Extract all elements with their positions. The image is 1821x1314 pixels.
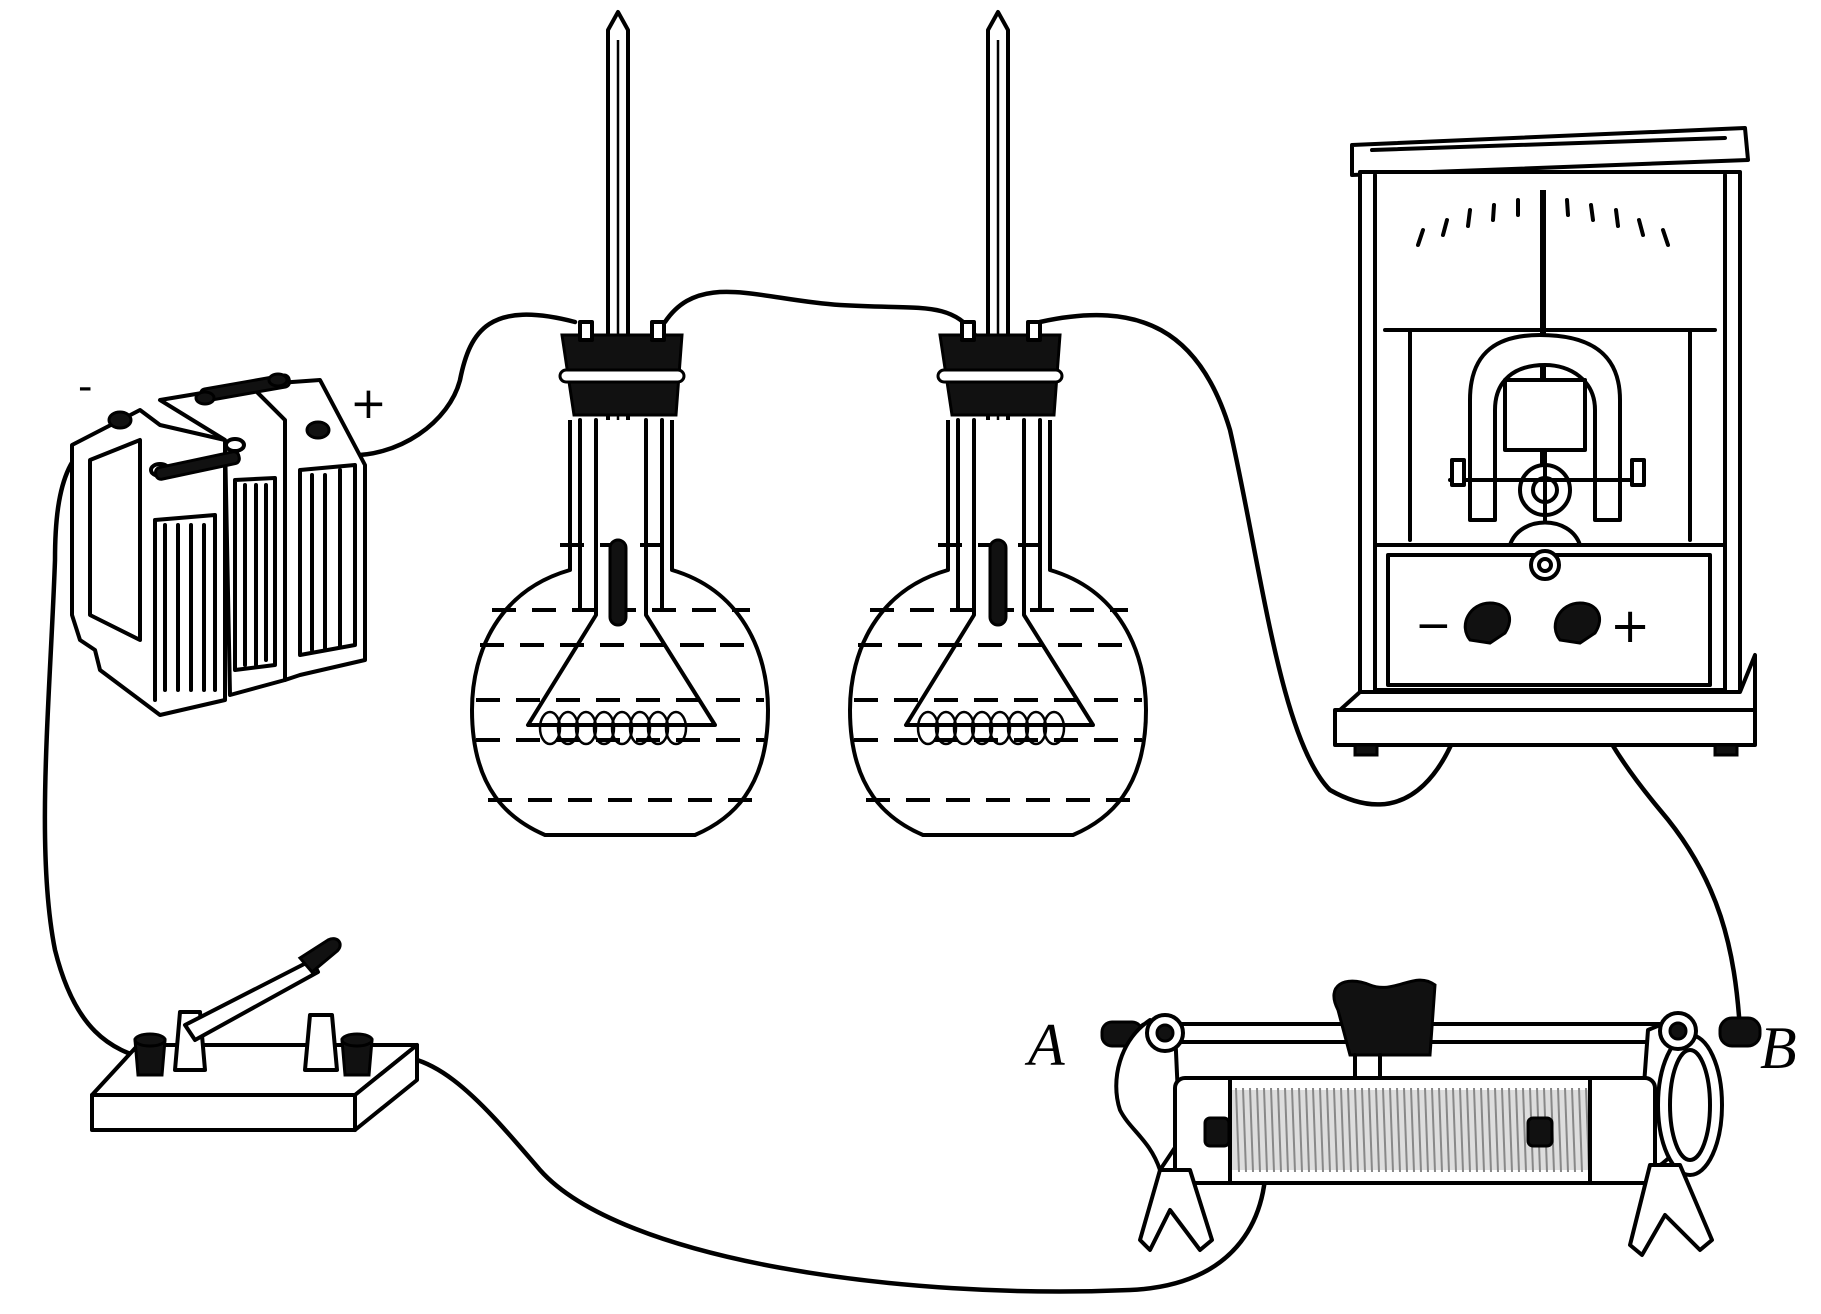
rheostat-label-a: A (1024, 1012, 1065, 1078)
winding-line (1424, 1087, 1429, 1173)
wire-battery-switch (42, 427, 153, 1063)
heating-coil (916, 710, 1066, 746)
winding-line (1298, 1087, 1303, 1173)
winding-line (1501, 1087, 1506, 1173)
winding-line (1312, 1087, 1317, 1173)
wire-battery-flask1 (337, 312, 578, 458)
winding-line (1396, 1087, 1401, 1173)
winding-line (1557, 1087, 1562, 1173)
switch-blade (183, 958, 320, 1042)
winding-line (1445, 1087, 1450, 1173)
meter-plus-terminal (1553, 601, 1601, 645)
meter-scale (1416, 194, 1670, 247)
meter-plus-label: + (1610, 598, 1650, 654)
battery: - + (70, 364, 387, 717)
battery-minus-terminal (107, 410, 133, 430)
winding-line (1284, 1087, 1289, 1173)
winding-line (1375, 1087, 1380, 1173)
flask-icon (470, 420, 770, 837)
knife-switch (90, 937, 419, 1132)
winding-line (1305, 1087, 1310, 1173)
rheostat-terminal-b (1718, 1016, 1762, 1048)
winding-line (1354, 1087, 1359, 1173)
winding-line (1403, 1087, 1408, 1173)
winding-line (1256, 1087, 1261, 1173)
winding-line (1340, 1087, 1345, 1173)
winding-line (1487, 1087, 1492, 1173)
winding-line (1452, 1087, 1457, 1173)
winding-line (1410, 1087, 1415, 1173)
wire-flask2-meter (1037, 313, 1483, 807)
winding-line (1270, 1087, 1275, 1173)
rheostat-slider (1332, 978, 1437, 1057)
flask-icon (848, 420, 1148, 837)
winding-line (1368, 1087, 1373, 1173)
winding-line (1291, 1087, 1296, 1173)
battery-minus-label: - (78, 364, 92, 410)
winding-line (1466, 1087, 1471, 1173)
winding-line (1508, 1087, 1513, 1173)
winding-line (1263, 1087, 1268, 1173)
winding-line (1438, 1087, 1443, 1173)
winding-line (1333, 1087, 1338, 1173)
winding-line (1242, 1087, 1247, 1173)
winding-line (1571, 1087, 1576, 1173)
winding-line (1494, 1087, 1499, 1173)
winding-line (1431, 1087, 1436, 1173)
winding-line (1277, 1087, 1282, 1173)
heating-coil (538, 710, 688, 746)
winding-line (1564, 1087, 1569, 1173)
winding-line (1361, 1087, 1366, 1173)
meter: − + (1333, 126, 1757, 757)
rheostat-lower-terminal-left (1203, 1116, 1231, 1148)
wire-flask1-flask2 (662, 289, 978, 338)
winding-line (1480, 1087, 1485, 1173)
battery-plus-label: + (350, 378, 387, 429)
winding-line (1389, 1087, 1394, 1173)
winding-line (1347, 1087, 1352, 1173)
rheostat: A B (1024, 978, 1797, 1257)
winding-line (1578, 1087, 1583, 1173)
winding-line (1459, 1087, 1464, 1173)
winding-line (1249, 1087, 1254, 1173)
winding-line (1235, 1087, 1240, 1173)
battery-plus-terminal (305, 420, 331, 440)
winding-line (1473, 1087, 1478, 1173)
winding-line (1382, 1087, 1387, 1173)
winding-line (1319, 1087, 1324, 1173)
flask-2 (848, 10, 1148, 837)
flask-1 (470, 10, 770, 837)
rheostat-label-b: B (1760, 1015, 1797, 1081)
winding-line (1326, 1087, 1331, 1173)
meter-minus-terminal (1463, 601, 1511, 645)
winding-line (1417, 1087, 1422, 1173)
winding-line (1522, 1087, 1527, 1173)
winding-line (1515, 1087, 1520, 1173)
meter-minus-label: − (1415, 600, 1452, 651)
